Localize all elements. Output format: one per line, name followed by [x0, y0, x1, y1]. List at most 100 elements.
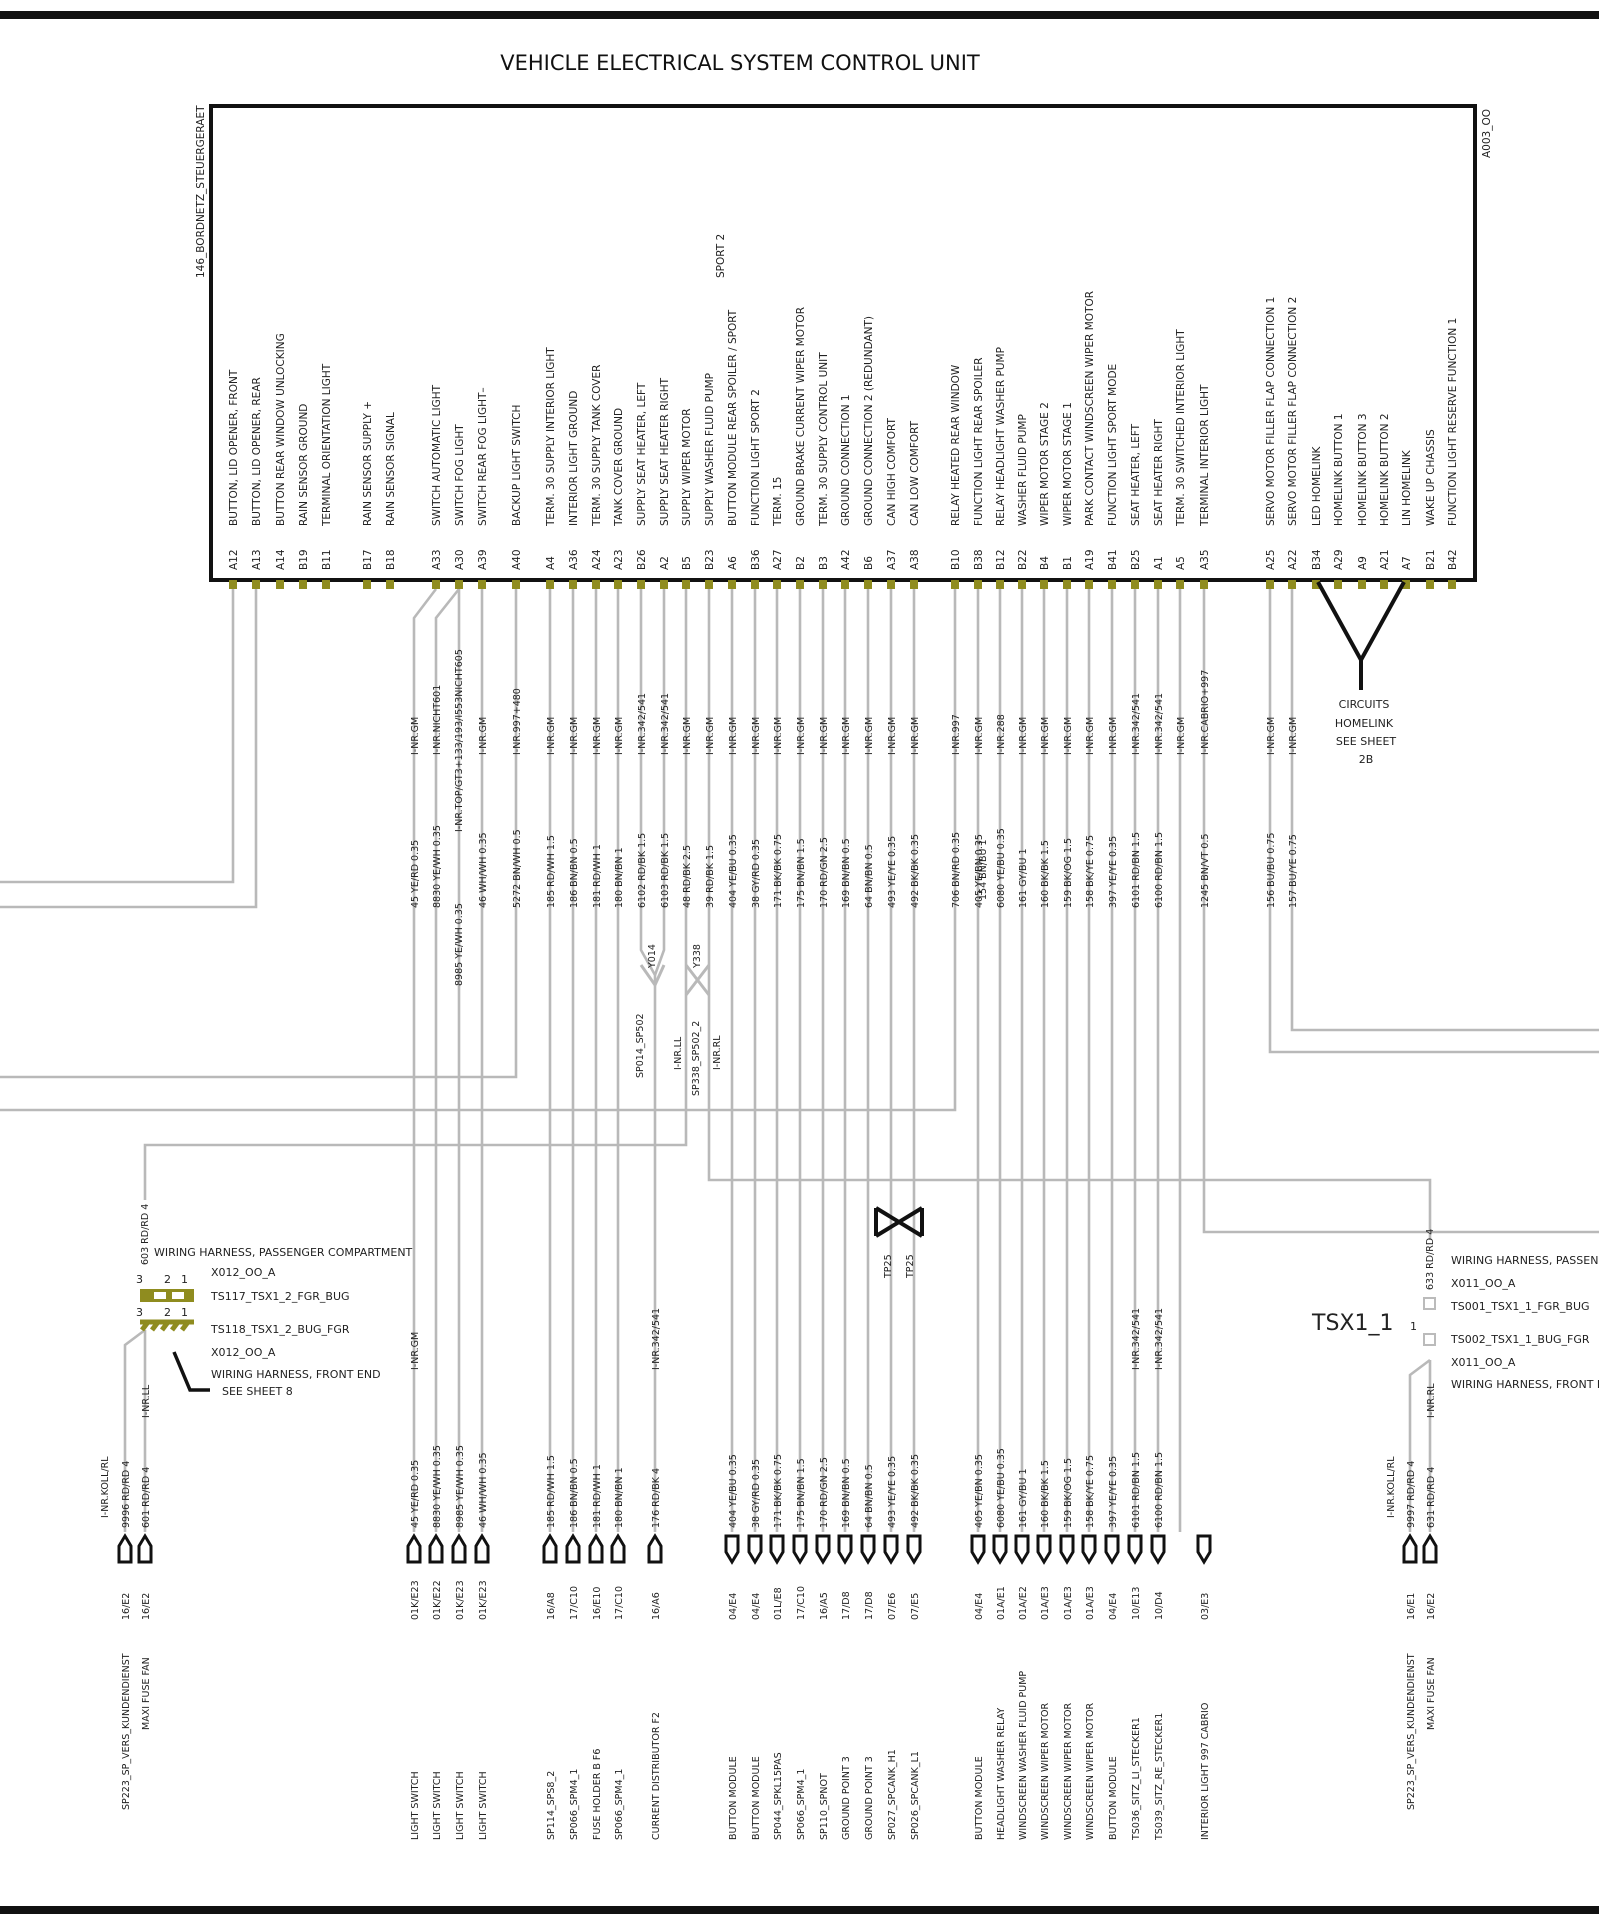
- destination-name: TS039_SITZ_RE_STECKER1: [1154, 1713, 1165, 1841]
- wire-spec: 405 YE/BN 0.35: [974, 834, 985, 908]
- destination-ref: 01K/E23: [455, 1580, 466, 1620]
- pin-terminal-a12: [229, 580, 237, 589]
- destination-ref: 16/E2: [141, 1593, 152, 1620]
- lower-wire-code: I-NR.342/541: [1154, 1308, 1165, 1370]
- bottom-wire-spec: 493 YE/YE 0.35: [887, 1456, 898, 1528]
- destination-name: WINDSCREEN WIPER MOTOR: [1085, 1702, 1096, 1840]
- destination-ref: 01K/E23: [410, 1580, 421, 1620]
- connector-end-down: [769, 1534, 785, 1565]
- pin-number-a29: A29: [1333, 549, 1345, 570]
- wire-spec: 6102 RD/BK 1.5: [637, 833, 648, 908]
- connector-end-down: [906, 1534, 922, 1565]
- wire-code: I-NR.997+480: [512, 688, 523, 755]
- right-ts002-connector: [1423, 1333, 1436, 1346]
- bottom-wire-spec: 45 YE/RD 0.35: [410, 1460, 421, 1528]
- pin-function-a13: BUTTON, LID OPENER, REAR: [251, 377, 263, 526]
- wire-spec: 38 GY/RD 0.35: [751, 839, 762, 908]
- bottom-wire-spec: 176 RD/BK 4: [651, 1468, 662, 1528]
- destination-name: LIGHT SWITCH: [432, 1771, 443, 1840]
- pin-function-b3: TERM. 30 SUPPLY CONTROL UNIT: [818, 352, 830, 527]
- wire-code: I-NR.GM: [682, 717, 693, 755]
- pin-function-a24: TERM. 30 SUPPLY TANK COVER: [591, 365, 603, 527]
- destination-name: SP110_SPNOT: [819, 1773, 830, 1840]
- wire-b23: [707, 589, 1432, 1240]
- pin-function-a36: INTERIOR LIGHT GROUND: [568, 391, 580, 526]
- destination-ref: 17/C10: [569, 1586, 580, 1620]
- pin-terminal-b12: [996, 580, 1004, 589]
- destination-name: MAXI FUSE FAN: [1426, 1657, 1437, 1730]
- wire-code: I-NR.997: [951, 714, 962, 755]
- destination-name: BUTTON MODULE: [751, 1756, 762, 1840]
- wire-code: I-NR.GM: [864, 717, 875, 755]
- wire-spec: 180 BN/BN 1: [614, 847, 625, 908]
- left-x012b: X012_OO_A: [211, 1346, 276, 1359]
- pin-function-a4: TERM. 30 SUPPLY INTERIOR LIGHT: [545, 347, 557, 527]
- wire-spec: 171 BK/BK 0.75: [773, 834, 784, 908]
- wire-b26: [639, 589, 657, 1532]
- pin-function-b25: SEAT HEATER, LEFT: [1130, 423, 1142, 526]
- connector-end-up: [542, 1533, 558, 1564]
- pin-terminal-a21: [1380, 580, 1388, 589]
- pin-number-b23: B23: [704, 549, 716, 570]
- wire-code: I-NR.342/541: [1131, 693, 1142, 755]
- pin-function-a29: HOMELINK BUTTON 1: [1333, 413, 1345, 526]
- connector-end-down: [747, 1534, 763, 1565]
- pin-function-a9: HOMELINK BUTTON 3: [1357, 413, 1369, 526]
- bottom-wire-spec: 631 RD/RD 4: [1426, 1467, 1437, 1528]
- wire-spec: 6103 RD/BK 1.5: [660, 833, 671, 908]
- connector-end-up: [1422, 1533, 1438, 1564]
- destination-name: BUTTON MODULE: [1108, 1756, 1119, 1840]
- destination-ref: 17/D8: [841, 1591, 852, 1620]
- pin-terminal-a6: [728, 580, 736, 589]
- wire-b10: [526, 589, 957, 1112]
- bottom-wire-spec: I-NR.KOLL/RL: [100, 1456, 111, 1518]
- pin-terminal-a9: [1358, 580, 1366, 589]
- destination-name: SP223_SP_VERS_KUNDENDIENST: [121, 1653, 132, 1810]
- pin-function-b10: RELAY HEATED REAR WINDOW: [950, 364, 962, 526]
- destination-name: BUTTON MODULE: [728, 1756, 739, 1840]
- bottom-wire-spec: 180 BN/BN 1: [614, 1467, 625, 1528]
- bottom-wire-spec: 601 RD/RD 4: [141, 1467, 152, 1528]
- pin-function-a1: SEAT HEATER RIGHT: [1153, 419, 1165, 526]
- wire-left-a: [123, 1328, 146, 1532]
- right-harness-front: WIRING HARNESS, FRONT END: [1451, 1378, 1599, 1391]
- pin-number-a12: A12: [228, 549, 240, 570]
- pin-terminal-b36: [751, 580, 759, 589]
- right-x011a: X011_OO_A: [1451, 1277, 1516, 1290]
- pin-function-a6: BUTTON MODULE REAR SPOILER / SPORT: [727, 309, 739, 526]
- left-x012a: X012_OO_A: [211, 1266, 276, 1279]
- pin-terminal-b25: [1131, 580, 1139, 589]
- pin-terminal-b22: [1018, 580, 1026, 589]
- wire-code: I-NR.GM: [1063, 717, 1074, 755]
- wire-code: I-NR.342/541: [637, 693, 648, 755]
- wire-spec: 160 BK/BK 1.5: [1040, 840, 1051, 908]
- destination-ref: 07/E6: [887, 1593, 898, 1620]
- bottom-wire-spec: 186 BN/BN 0.5: [569, 1458, 580, 1528]
- pin-terminal-b10: [951, 580, 959, 589]
- pin-number-b41: B41: [1107, 549, 1119, 570]
- destination-name: CURRENT DISTRIBUTOR F2: [651, 1712, 662, 1840]
- wire-spec: 158 BK/YE 0.75: [1085, 835, 1096, 908]
- bottom-wire-spec: 9997 RD/RD 4: [1406, 1461, 1417, 1528]
- pin-function-b17: RAIN SENSOR SUPPLY +: [362, 401, 374, 526]
- destination-name: BUTTON MODULE: [974, 1756, 985, 1840]
- wire-a40: [0, 589, 518, 1079]
- destination-name: SP066_SPM4_1: [614, 1769, 625, 1840]
- bottom-wire-spec: 404 YE/BU 0.35: [728, 1454, 739, 1528]
- pin-terminal-a27: [773, 580, 781, 589]
- unit-code: A003_OO: [1481, 109, 1493, 158]
- pin-number-a14: A14: [275, 549, 287, 570]
- destination-ref: 01K/E23: [478, 1580, 489, 1620]
- pin-terminal-b4: [1040, 580, 1048, 589]
- wire-code: I-NR.GM: [1040, 717, 1051, 755]
- connector-end-up: [588, 1533, 604, 1564]
- pin-function-b4: WIPER MOTOR STAGE 2: [1039, 402, 1051, 526]
- wire-a22: [1290, 589, 1599, 1032]
- pin-terminal-b1: [1063, 580, 1071, 589]
- pin-number-a6: A6: [727, 556, 739, 570]
- left-pin3: 3: [136, 1273, 143, 1286]
- right-ts001-connector: [1423, 1297, 1436, 1310]
- wire-code: I-NR.GM: [705, 717, 716, 755]
